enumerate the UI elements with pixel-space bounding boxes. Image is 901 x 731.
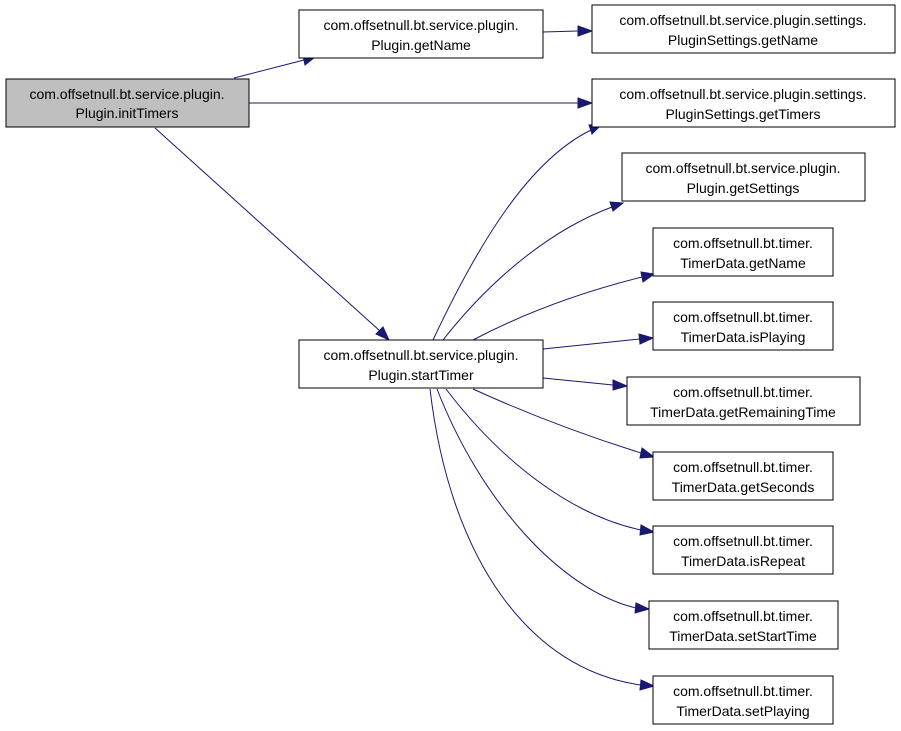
node-label-line1: com.offsetnull.bt.service.plugin.setting… bbox=[619, 12, 866, 28]
node-plugin-getname[interactable]: com.offsetnull.bt.service.plugin. Plugin… bbox=[298, 9, 544, 59]
node-label-line1: com.offsetnull.bt.timer. bbox=[673, 384, 813, 400]
edge-starttimer-to-getseconds bbox=[472, 388, 642, 454]
arrowhead bbox=[639, 524, 656, 536]
node-label-line1: com.offsetnull.bt.service.plugin. bbox=[645, 160, 840, 176]
node-box bbox=[298, 339, 544, 389]
node-label-line2: Plugin.initTimers bbox=[76, 105, 179, 121]
edge-starttimer-to-getsettings bbox=[442, 206, 613, 341]
node-box bbox=[621, 152, 866, 202]
node-label-line1: com.offsetnull.bt.timer. bbox=[673, 608, 813, 624]
node-timerdata-getname[interactable]: com.offsetnull.bt.timer. TimerData.getNa… bbox=[652, 227, 834, 277]
node-label-line2: TimerData.setStartTime bbox=[669, 628, 817, 644]
node-timerdata-setstarttime[interactable]: com.offsetnull.bt.timer. TimerData.setSt… bbox=[648, 600, 839, 650]
edge-getname-to-settings-getname bbox=[542, 30, 579, 33]
edge-starttimer-to-setstarttime bbox=[436, 388, 637, 609]
node-pluginsettings-gettimers[interactable]: com.offsetnull.bt.service.plugin.setting… bbox=[591, 78, 896, 128]
node-label-line1: com.offsetnull.bt.timer. bbox=[673, 533, 813, 549]
node-label-line1: com.offsetnull.bt.timer. bbox=[673, 459, 813, 475]
node-label-line2: PluginSettings.getTimers bbox=[665, 106, 820, 122]
edge-starttimer-to-setplaying bbox=[429, 388, 642, 686]
edge-starttimer-to-isrepeat bbox=[445, 388, 642, 531]
arrowhead bbox=[609, 201, 625, 212]
node-label-line1: com.offsetnull.bt.timer. bbox=[673, 309, 813, 325]
node-label-line2: Plugin.getName bbox=[371, 37, 471, 53]
edge-starttimer-to-isplaying bbox=[542, 338, 641, 350]
node-label-line2: PluginSettings.getName bbox=[668, 32, 818, 48]
node-box bbox=[5, 78, 250, 128]
node-label-line1: com.offsetnull.bt.service.plugin. bbox=[29, 86, 224, 102]
node-label-line1: com.offsetnull.bt.service.plugin.setting… bbox=[619, 86, 866, 102]
node-label-line1: com.offsetnull.bt.service.plugin. bbox=[323, 347, 518, 363]
node-box bbox=[298, 9, 544, 59]
node-label-line1: com.offsetnull.bt.timer. bbox=[673, 235, 813, 251]
node-box bbox=[652, 301, 834, 351]
node-label-line2: TimerData.setPlaying bbox=[676, 703, 809, 719]
node-timerdata-isplaying[interactable]: com.offsetnull.bt.timer. TimerData.isPla… bbox=[652, 301, 834, 351]
node-box bbox=[652, 525, 834, 575]
node-label-line2: TimerData.isPlaying bbox=[681, 329, 806, 345]
arrowhead bbox=[634, 602, 651, 614]
arrowhead bbox=[639, 679, 656, 691]
node-label-line2: TimerData.getSeconds bbox=[672, 479, 815, 495]
edge-inittimers-to-starttimer bbox=[154, 127, 381, 332]
node-box bbox=[652, 675, 834, 725]
arrowhead bbox=[638, 333, 655, 345]
arrowhead bbox=[612, 379, 629, 391]
node-label-line2: Plugin.startTimer bbox=[368, 367, 474, 383]
edge-starttimer-to-getremainingtime bbox=[542, 377, 614, 386]
node-timerdata-getremainingtime[interactable]: com.offsetnull.bt.timer. TimerData.getRe… bbox=[626, 376, 861, 426]
node-box bbox=[652, 227, 834, 277]
node-label-line2: Plugin.getSettings bbox=[687, 180, 800, 196]
arrowhead bbox=[577, 97, 594, 109]
arrowhead bbox=[639, 447, 656, 459]
node-box bbox=[591, 4, 896, 54]
node-box bbox=[591, 78, 896, 128]
node-label-line2: TimerData.isRepeat bbox=[681, 553, 805, 569]
node-plugin-starttimer[interactable]: com.offsetnull.bt.service.plugin. Plugin… bbox=[298, 339, 544, 389]
node-plugin-getsettings[interactable]: com.offsetnull.bt.service.plugin. Plugin… bbox=[621, 152, 866, 202]
node-plugin-inittimers[interactable]: com.offsetnull.bt.service.plugin. Plugin… bbox=[5, 78, 250, 128]
arrowhead bbox=[577, 25, 594, 37]
node-label-line2: TimerData.getRemainingTime bbox=[650, 404, 836, 420]
node-box bbox=[648, 600, 839, 650]
node-timerdata-isrepeat[interactable]: com.offsetnull.bt.timer. TimerData.isRep… bbox=[652, 525, 834, 575]
edge-inittimers-to-getname bbox=[233, 59, 305, 79]
node-box bbox=[652, 451, 834, 501]
edge-starttimer-to-timer-getname bbox=[472, 276, 643, 341]
node-label-line1: com.offsetnull.bt.service.plugin. bbox=[323, 17, 518, 33]
node-timerdata-getseconds[interactable]: com.offsetnull.bt.timer. TimerData.getSe… bbox=[652, 451, 834, 501]
node-pluginsettings-getname[interactable]: com.offsetnull.bt.service.plugin.setting… bbox=[591, 4, 896, 54]
arrowhead bbox=[375, 326, 391, 342]
node-timerdata-setplaying[interactable]: com.offsetnull.bt.timer. TimerData.setPl… bbox=[652, 675, 834, 725]
arrowhead bbox=[640, 271, 656, 283]
node-label-line1: com.offsetnull.bt.timer. bbox=[673, 683, 813, 699]
node-box bbox=[626, 376, 861, 426]
edge-starttimer-to-settings-gettimers bbox=[432, 129, 592, 341]
node-label-line2: TimerData.getName bbox=[680, 255, 806, 271]
